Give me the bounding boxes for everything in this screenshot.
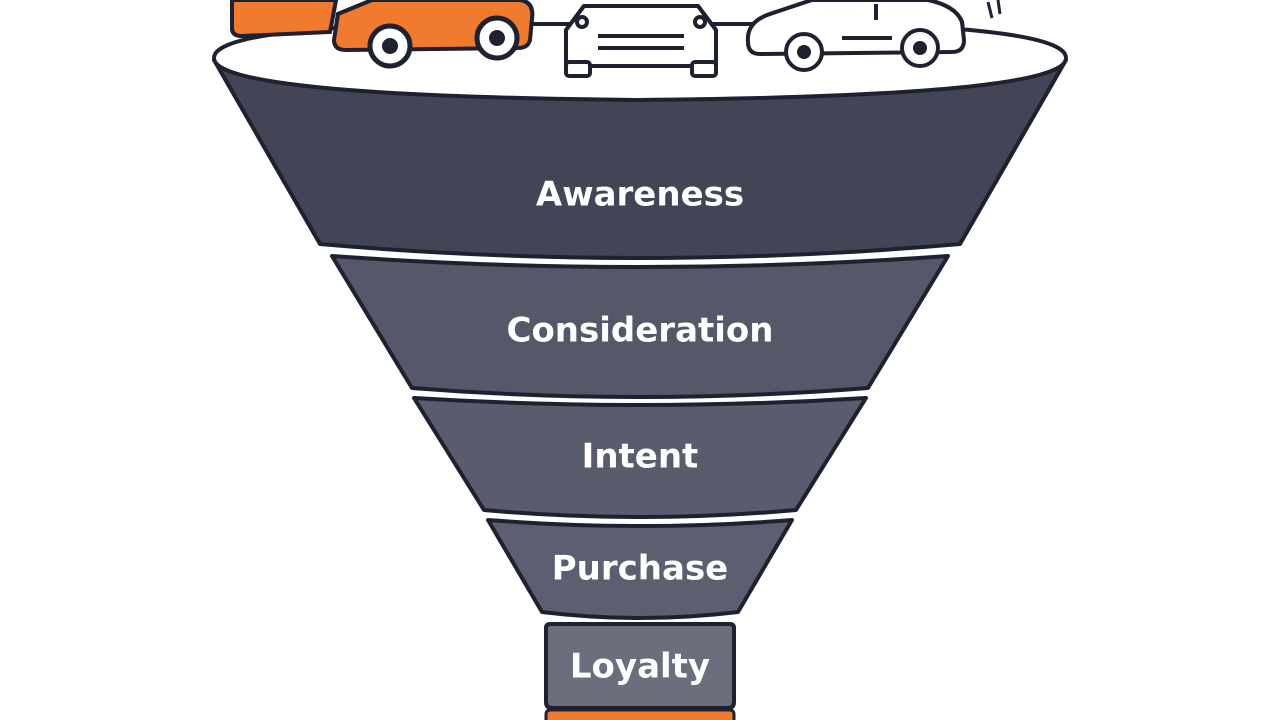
stage-label-intent: Intent [582,437,699,477]
funnel-spout [544,708,736,720]
stage-label-loyalty: Loyalty [570,647,710,687]
vehicles-front [230,0,966,78]
stage-label-purchase: Purchase [552,549,729,589]
stage-loyalty: Loyalty [544,622,736,710]
stage-consideration: Consideration [330,254,950,399]
stage-awareness: Awareness [212,58,1068,260]
stage-label-awareness: Awareness [536,175,744,215]
stage-intent: Intent [412,396,868,519]
stage-purchase: Purchase [486,518,794,620]
stage-label-consideration: Consideration [507,311,774,351]
